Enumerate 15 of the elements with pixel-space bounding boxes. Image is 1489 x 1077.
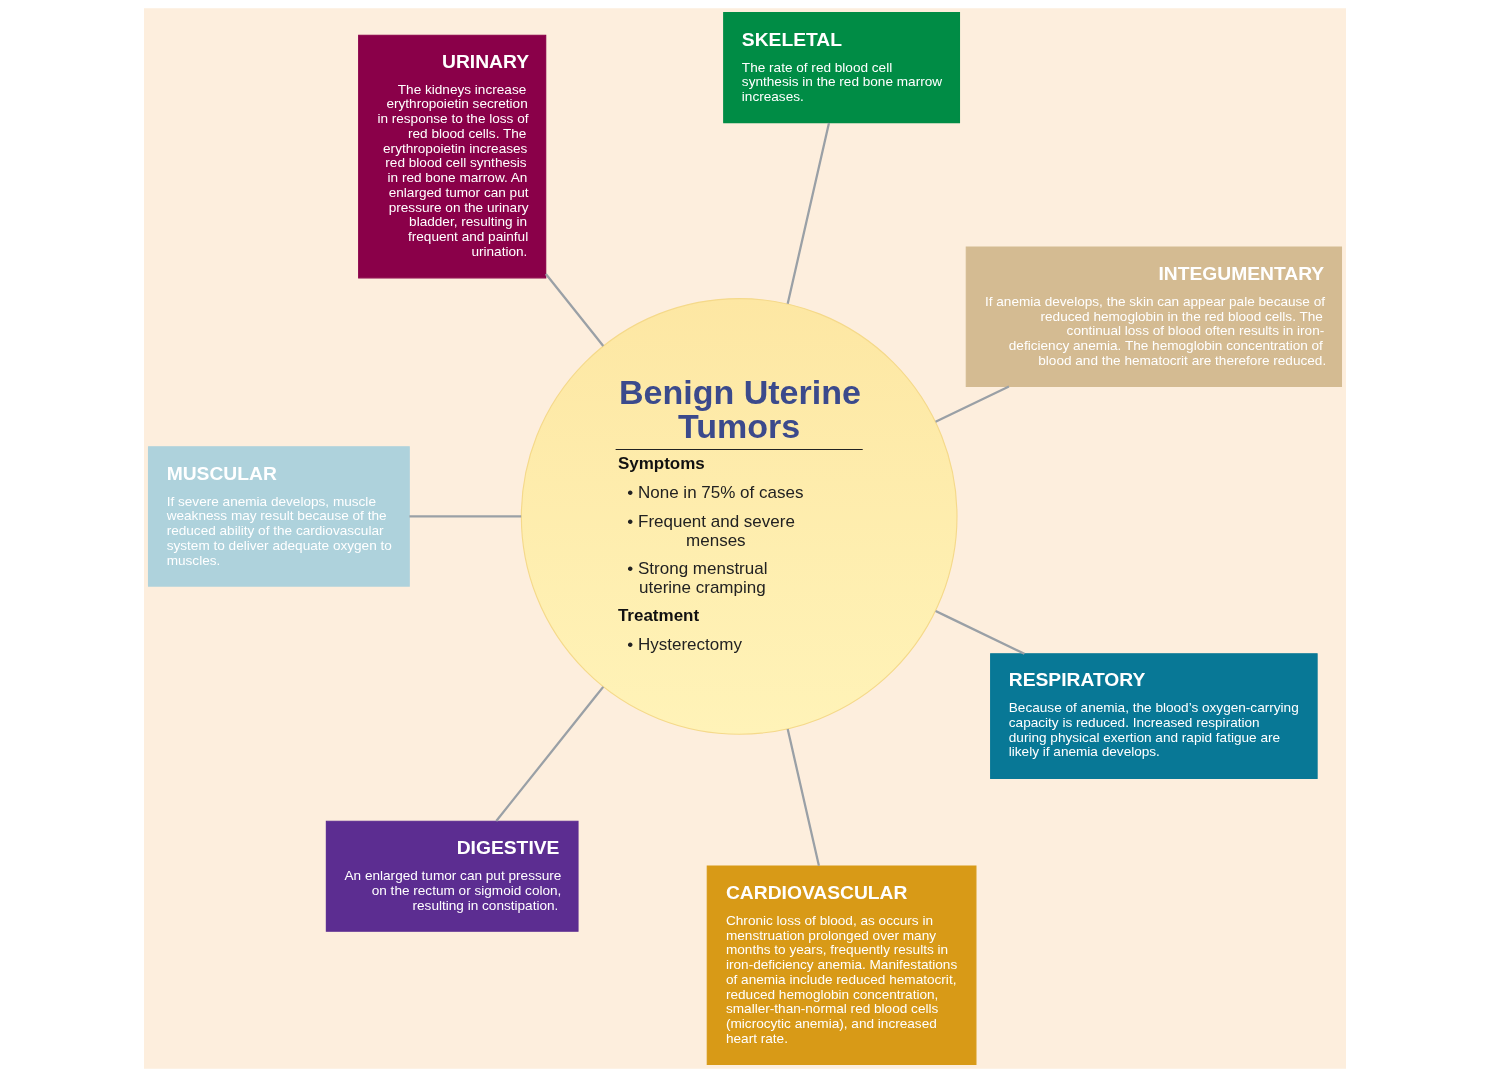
node-box: DIGESTIVE An enlarged tumor can put pressure on the rectum or sigmoid colon, resulting in constipation.	[325, 820, 579, 932]
connector	[408, 515, 521, 518]
connector	[786, 728, 820, 867]
connector	[786, 122, 830, 305]
node-box: CARDIOVASCULAR Chronic loss of blood, as occurs in menstruation prolonged over many months to years, frequently results in iron-deficiency anemia. Manifestations of anemia include reduced hematocrit, reduced hemoglobin concentration, smaller-than-normal red blood cells (microcytic anemia), and increased heart rate.	[706, 865, 976, 1065]
node-box: URINARY The kidneys increase erythropoietin secretion in response to the loss of red blood cells. The erythropoietin increases red blood cell synthesis in red bone marrow. An enlarged tumor can put pressure on the urinary bladder, resulting in frequent and painful urination.	[357, 34, 546, 279]
node-box: RESPIRATORY Because of anemia, the blood’s oxygen-carrying capacity is reduced. Increased respiration during physical exertion and rapid fatigue are likely if anemia develops.	[989, 653, 1318, 779]
connector	[934, 609, 1025, 655]
connector	[494, 686, 604, 822]
node-circle: Benign Uterine Tumors Symptoms • None in 75% of cases • Frequent and severe menses • Strong menstrual uterine cramping Treatment • Hysterectomy	[520, 298, 958, 735]
connector	[544, 273, 604, 347]
connector	[934, 385, 1009, 423]
node-box: MUSCULAR If severe anemia develops, muscle weakness may result because of the reduced ability of the cardiovascular system to deliver adequate oxygen to muscles.	[147, 446, 410, 587]
node-box: SKELETAL The rate of red blood cell synthesis in the red bone marrow increases.	[722, 12, 960, 124]
node-box: INTEGUMENTARY If anemia develops, the skin can appear pale because of reduced hemoglobin in the red blood cells. The continual loss of blood often results in iron-deficiency anemia. The hemoglobin concentration of blood and the hematocrit are therefore reduced.	[965, 246, 1342, 387]
